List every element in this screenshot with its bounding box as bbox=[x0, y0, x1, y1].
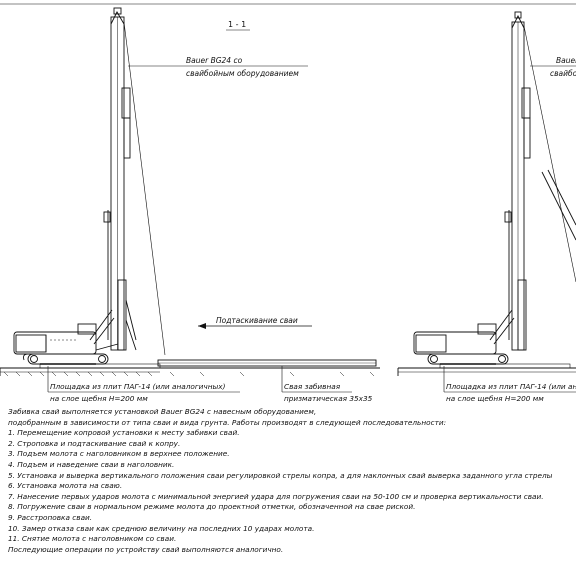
ground-line-left bbox=[0, 367, 380, 376]
rig-callout-line1: Bauer BG24 со bbox=[186, 56, 243, 65]
note-line: 10. Замер отказа сваи как среднюю величи… bbox=[8, 523, 315, 533]
rig-callout-right-line2: свайбо bbox=[550, 69, 576, 78]
work-notes: Забивка свай выполняется установкой Baue… bbox=[8, 407, 574, 555]
rig-callout-right-line1: Bauer bbox=[556, 56, 576, 65]
pulling-label: Подтаскивание сваи bbox=[216, 316, 298, 325]
pile-on-ground bbox=[157, 359, 377, 367]
platform-line1: Площадка из плит ПАГ-14 (или аналогичных… bbox=[50, 382, 226, 391]
pulling-arrow bbox=[198, 323, 312, 329]
note-line: подобранным в зависимости от типа сваи и… bbox=[8, 417, 447, 427]
note-line: 5. Установка и выверка вертикального пол… bbox=[8, 470, 553, 480]
note-line: 3. Подъем молота с наголовником в верхне… bbox=[8, 449, 230, 459]
section-label: 1 - 1 bbox=[228, 20, 246, 29]
note-line: 8. Погружение сваи в нормальном режиме м… bbox=[8, 502, 416, 512]
pile-line2: призматическая 35х35 bbox=[284, 394, 373, 403]
rig-callout-line2: свайбойным оборудованием bbox=[186, 69, 299, 78]
note-line: 1. Перемещение копровой установки к мест… bbox=[8, 428, 240, 438]
platform-right-line2: на слое щебня Н=200 мм bbox=[446, 394, 544, 403]
note-line: 11. Снятие молота с наголовником со сваи… bbox=[8, 534, 177, 544]
note-line: Последующие операции по устройству свай … bbox=[8, 544, 284, 554]
note-line: 9. Расстроповка сваи. bbox=[8, 512, 93, 522]
right-piling-rig bbox=[413, 11, 576, 365]
note-line: 6. Установка молота на сваю. bbox=[8, 481, 123, 491]
note-line: 2. Строповка и подтаскивание свай к копр… bbox=[8, 438, 181, 448]
pile-line1: Свая забивная bbox=[284, 382, 341, 391]
platform-line2: на слое щебня Н=200 мм bbox=[50, 394, 148, 403]
note-line: Забивка свай выполняется установкой Baue… bbox=[8, 407, 317, 416]
note-line: 4. Подъем и наведение сваи в наголовник. bbox=[8, 459, 175, 469]
left-piling-rig bbox=[13, 7, 166, 365]
construction-drawing: 1 - 1 Bauer BG24 со свайбойным оборудова… bbox=[0, 3, 576, 403]
note-line: 7. Нанесение первых ударов молота с мини… bbox=[8, 491, 544, 501]
platform-right-line1: Площадка из плит ПАГ-14 (или ан bbox=[446, 382, 576, 391]
